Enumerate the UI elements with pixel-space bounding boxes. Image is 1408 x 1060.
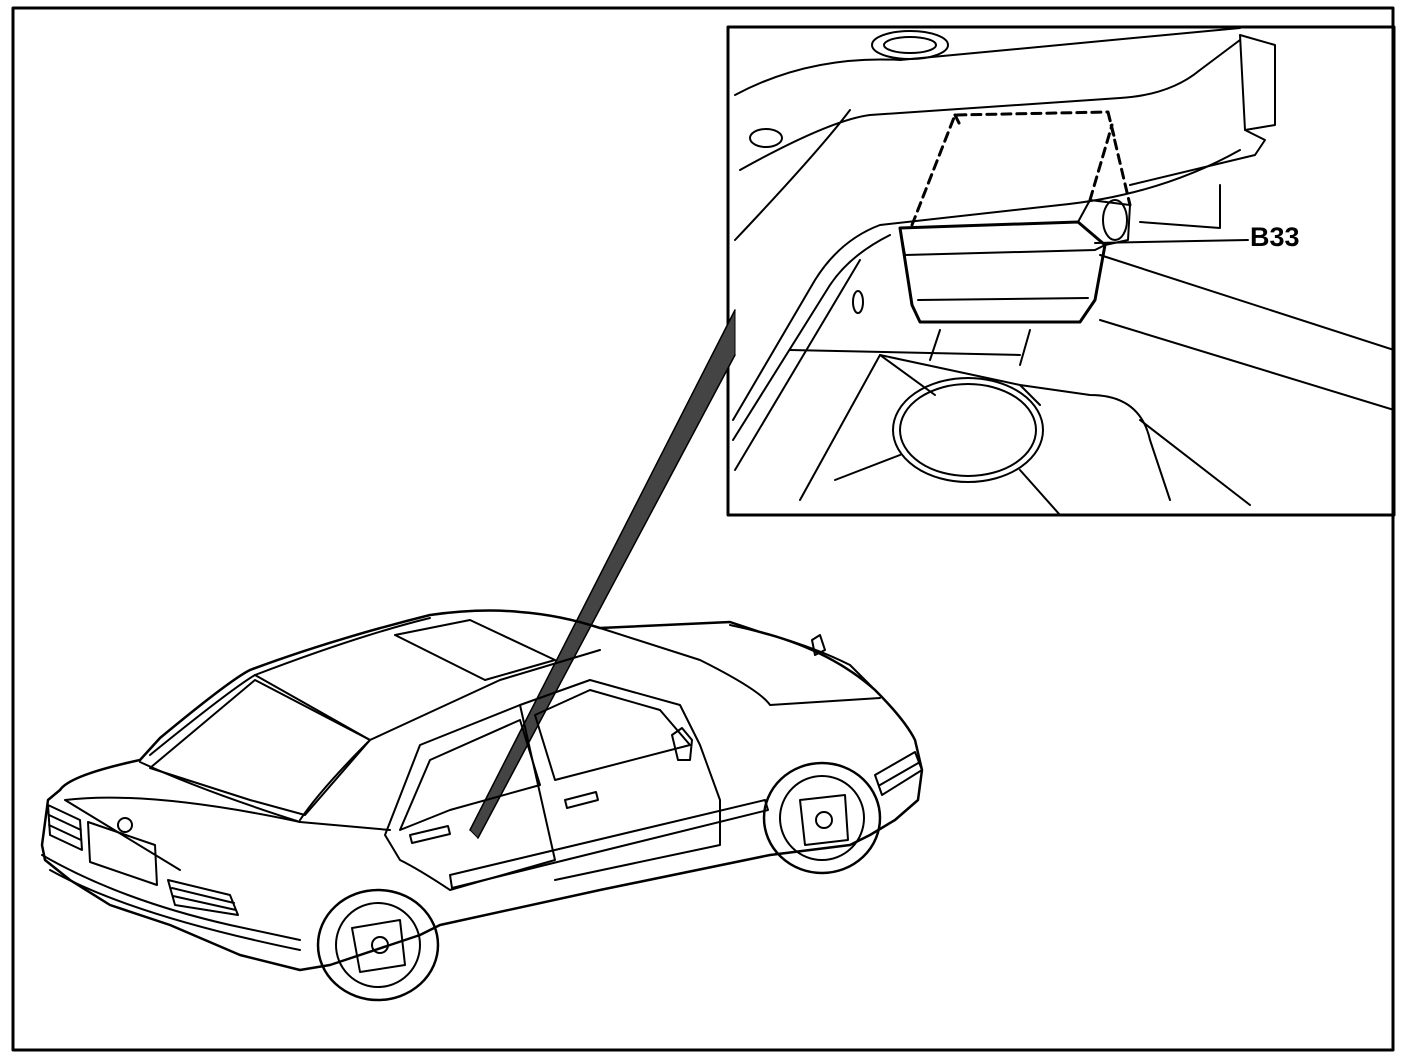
rear-window [149,679,371,816]
car-body-outline [40,609,924,972]
rear-wheel [316,888,440,1002]
figure-frame [11,6,1395,1052]
side-molding [449,799,769,889]
antenna [811,634,826,656]
front-side-window [534,689,691,781]
floor-line-2 [1099,319,1393,411]
floor-line-1 [1099,254,1393,351]
rear-door-handle [409,825,451,844]
component-label-b33: B33 [1250,222,1300,252]
rear-door [384,704,556,891]
bracket-lower [1129,129,1266,186]
front-door [519,679,721,881]
floor-recess-2 [834,354,1061,514]
mount-hole-inner [883,36,937,54]
floor-recess [799,354,1171,501]
side-mirror [671,727,693,761]
tail-light-right [167,879,239,916]
small-hole [749,128,783,148]
tail-light-left [47,804,83,851]
hood [599,624,881,706]
front-door-handle [564,791,599,809]
floor-line-4 [929,329,941,361]
vehicle-drawing [40,609,924,1002]
rear-side-window [399,719,541,831]
floor-line-6 [1139,419,1251,506]
mount-hole [871,30,949,60]
sunroof [394,619,556,681]
bracket [1239,34,1276,131]
three-pointed-star-icon [117,817,133,833]
roof-panel-edge [734,28,1241,96]
detail-inset [726,25,1396,517]
pillar-edge-4 [734,259,861,471]
front-bumper [874,751,923,796]
rear-bumper [41,854,301,951]
pillar-edge-1 [734,109,851,241]
pillar-edge-3 [732,234,891,441]
module-hidden-edge [1088,123,1114,202]
b33-leader [1094,239,1249,244]
floor-drain-outer [892,377,1044,483]
floor-line-3 [789,349,1021,356]
module-hidden-outline [910,110,1132,227]
inset-frame [726,25,1396,517]
pillar-edge-2 [732,149,1241,421]
floor-line-5 [1019,329,1031,366]
panel-contour [739,39,1241,171]
bracket-leg [1139,184,1221,229]
slot-hole [852,290,864,314]
license-plate [87,821,158,886]
front-wheel [762,761,882,875]
trunk-lid [64,796,391,871]
floor-drain-inner [899,383,1037,477]
